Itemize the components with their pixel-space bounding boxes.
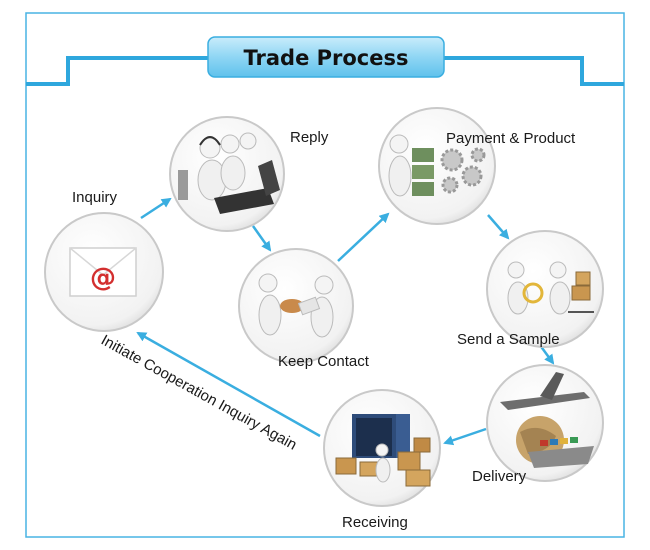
step-delivery — [486, 364, 604, 482]
arrow-loop-back — [136, 331, 321, 438]
step-keep-contact — [238, 248, 354, 364]
label-receiving: Receiving — [342, 514, 408, 531]
money-gears-icon — [388, 134, 486, 197]
call-center-icon — [178, 132, 280, 214]
arrow-reply-contact — [251, 225, 272, 252]
arrow-contact-payment — [337, 212, 390, 262]
label-payment: Payment & Product — [446, 130, 576, 147]
email-at-icon: @ — [69, 247, 137, 297]
outer-border — [25, 12, 625, 538]
step-receiving — [323, 389, 441, 507]
step-payment — [378, 107, 496, 225]
arrow-inquiry-reply — [140, 197, 172, 220]
plane-globe-ship-icon — [500, 372, 594, 468]
label-keep-contact: Keep Contact — [278, 353, 370, 370]
label-inquiry: Inquiry — [72, 189, 118, 206]
magnifier-boxes-icon — [507, 261, 594, 315]
flow-arrows — [136, 197, 555, 446]
arrow-delivery-receiving — [443, 427, 487, 446]
label-sample: Send a Sample — [457, 331, 560, 348]
title-banner: Trade Process — [207, 36, 445, 78]
label-delivery: Delivery — [472, 468, 527, 485]
step-reply — [169, 116, 285, 232]
header-rails — [26, 56, 624, 86]
label-reply: Reply — [290, 129, 329, 146]
arrow-payment-sample — [487, 214, 510, 240]
container-boxes-icon — [335, 414, 431, 487]
svg-text:@: @ — [90, 263, 116, 293]
handshake-icon — [258, 273, 334, 338]
step-sample — [486, 230, 604, 348]
step-inquiry: @ — [44, 212, 164, 332]
page-title: Trade Process — [244, 46, 409, 70]
